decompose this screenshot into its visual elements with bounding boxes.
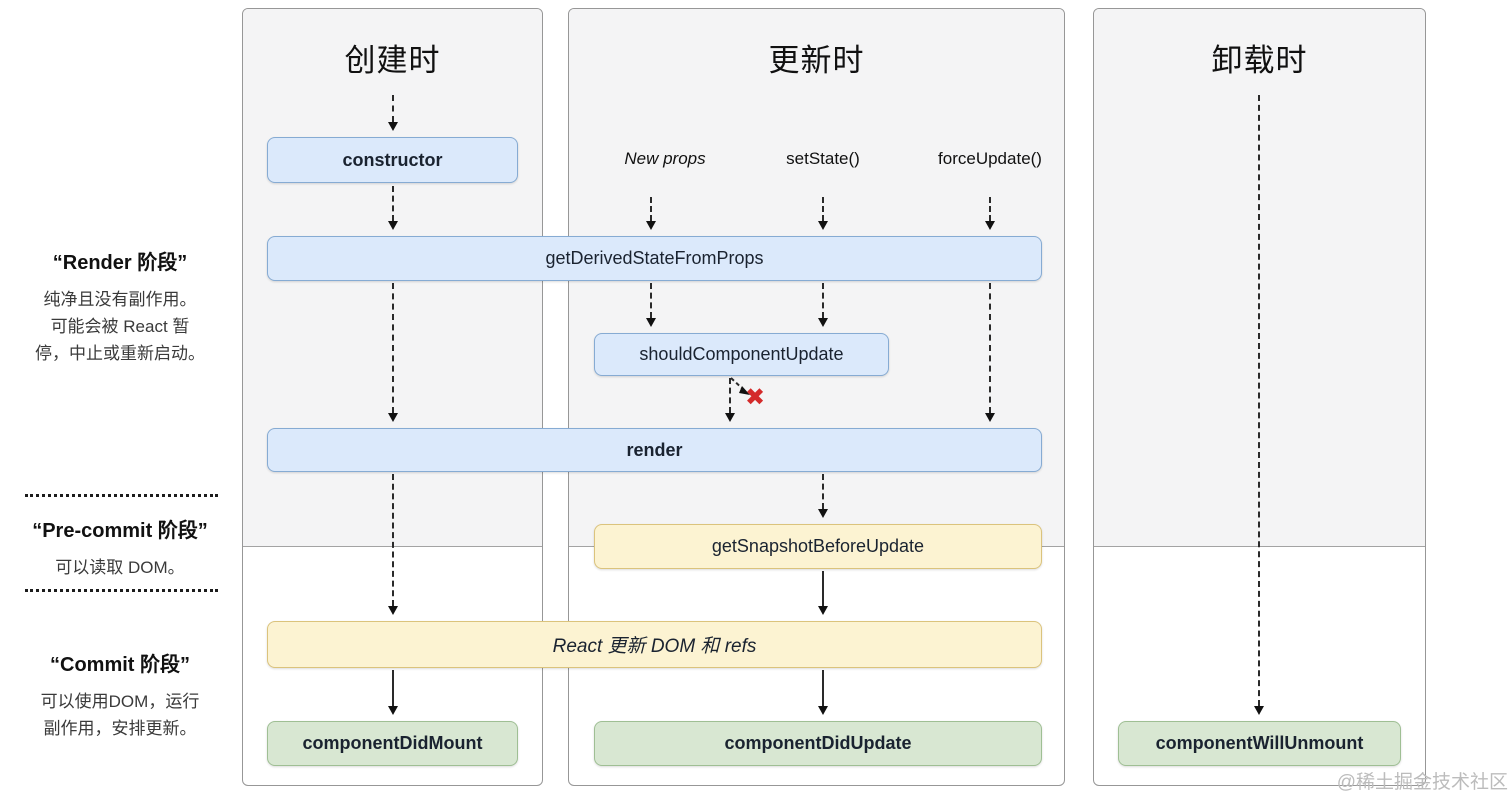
box-component-will-unmount: componentWillUnmount <box>1118 721 1401 766</box>
trigger-new-props: New props <box>624 149 706 168</box>
arrow-gdsfp-to-render <box>388 283 398 422</box>
precommit-phase-text: 可以读取 DOM。 <box>55 558 185 577</box>
commit-phase-note: “Commit 阶段” 可以使用DOM，运行 副作用，安排更新。 <box>15 648 225 742</box>
commit-phase-text: 副作用，安排更新。 <box>43 719 197 738</box>
watermark: @稀土掘金技术社区 <box>1336 772 1508 793</box>
column-title-unmounting: 卸载时 <box>1211 43 1308 78</box>
arrow-constructor-to-gdsfp <box>388 186 398 230</box>
column-title-mounting: 创建时 <box>344 43 441 78</box>
stop-update-x-icon: ✖ <box>745 384 766 411</box>
precommit-phase-title: “Pre-commit 阶段” <box>32 520 208 542</box>
box-constructor: constructor <box>267 137 518 183</box>
arrow-react-update-to-cdm <box>388 670 398 715</box>
arrow-gsbu-to-react-update <box>818 571 828 615</box>
arrow-render-to-react-update <box>388 474 398 615</box>
box-react-updates-dom: React 更新 DOM 和 refs <box>267 621 1042 668</box>
box-component-did-update: componentDidUpdate <box>594 721 1042 766</box>
render-phase-note: “Render 阶段” 纯净且没有副作用。 可能会被 React 暂 停，中止或… <box>15 246 225 367</box>
trigger-force-update: forceUpdate() <box>938 149 1042 168</box>
arrow-scu-to-render <box>725 378 735 422</box>
render-phase-title: “Render 阶段” <box>52 252 188 274</box>
render-phase-text: 停，中止或重新启动。 <box>35 344 205 363</box>
box-component-did-mount: componentDidMount <box>267 721 518 766</box>
arrow-react-update-to-cdu <box>818 670 828 715</box>
trigger-set-state: setState() <box>786 149 860 168</box>
arrow-forceupdate-to-render <box>985 283 995 422</box>
commit-phase-title: “Commit 阶段” <box>50 654 190 676</box>
box-get-snapshot-before-update: getSnapshotBeforeUpdate <box>594 524 1042 569</box>
precommit-divider-bottom <box>25 589 218 592</box>
arrow-render-to-gsbu <box>818 474 828 518</box>
arrow-unmount-title-to-cwu <box>1254 95 1264 715</box>
precommit-phase-note: “Pre-commit 阶段” 可以读取 DOM。 <box>15 514 225 581</box>
arrow-forceupdate-to-gdsfp <box>985 197 995 230</box>
column-title-updating: 更新时 <box>768 43 865 78</box>
box-render: render <box>267 428 1042 472</box>
render-phase-text: 可能会被 React 暂 <box>50 317 190 336</box>
box-should-component-update: shouldComponentUpdate <box>594 333 889 376</box>
commit-phase-text: 可以使用DOM，运行 <box>40 692 200 711</box>
arrow-mount-title-to-constructor <box>388 95 398 131</box>
precommit-divider-top <box>25 494 218 497</box>
arrow-gdsfp-to-scu-left <box>646 283 656 327</box>
arrow-setstate-to-gdsfp <box>818 197 828 230</box>
box-get-derived-state-from-props: getDerivedStateFromProps <box>267 236 1042 281</box>
arrow-gdsfp-to-scu-right <box>818 283 828 327</box>
arrow-newprops-to-gdsfp <box>646 197 656 230</box>
render-phase-text: 纯净且没有副作用。 <box>43 290 197 309</box>
arrow-scu-false-branch <box>730 377 750 395</box>
